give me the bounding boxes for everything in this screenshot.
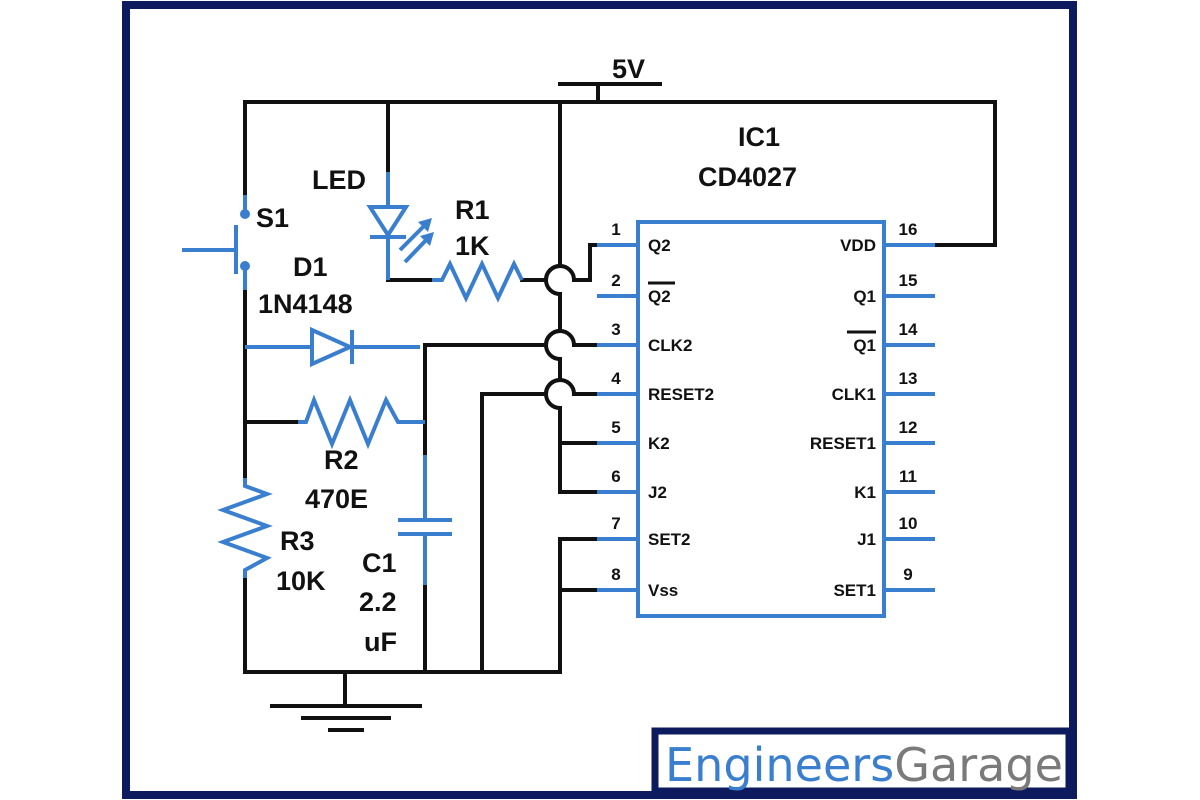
pin-number: 15 — [899, 271, 918, 290]
supply-label: 5V — [612, 54, 645, 84]
r2-value-label: 470E — [305, 484, 368, 514]
resistor-r1 — [432, 259, 524, 303]
pin-name: Q1 — [853, 336, 876, 355]
wiring — [243, 82, 997, 732]
pin-number: 10 — [899, 514, 918, 533]
pin-number: 8 — [611, 565, 620, 584]
pin-number: 4 — [611, 369, 621, 388]
led-label: LED — [312, 165, 366, 195]
pin-name: RESET1 — [810, 434, 876, 453]
pin-number: 13 — [899, 369, 918, 388]
pin-name: K1 — [854, 483, 876, 502]
pin-number: 6 — [611, 467, 620, 486]
diagram-frame — [122, 1, 1077, 799]
capacitor-c1 — [398, 455, 452, 585]
brand-part2: Garage — [894, 738, 1063, 792]
r3-value-label: 10K — [276, 566, 326, 596]
pin-name: CLK1 — [832, 385, 876, 404]
pin-name: SET1 — [833, 581, 876, 600]
pin-number: 11 — [899, 467, 917, 486]
pin-name: Vss — [648, 581, 678, 600]
resistor-r2 — [298, 394, 425, 450]
pin-number: 5 — [611, 418, 620, 437]
ic-ref-label: IC1 — [738, 122, 780, 152]
ic-pin-left: 2Q2 — [597, 271, 675, 306]
pin-name: VDD — [840, 236, 876, 255]
pin-name: Q1 — [853, 287, 876, 306]
c1-unit-label: uF — [364, 627, 397, 657]
led — [366, 172, 434, 280]
pin-name: J2 — [648, 483, 667, 502]
pin-number: 12 — [899, 418, 918, 437]
r1-value-label: 1K — [455, 231, 490, 261]
ic-part-label: CD4027 — [698, 162, 797, 192]
c1-ref-label: C1 — [362, 548, 397, 578]
pin-name: Q2 — [648, 287, 671, 306]
resistor-r3 — [217, 478, 273, 578]
ic-body — [636, 220, 886, 618]
r1-ref-label: R1 — [455, 195, 490, 225]
r3-ref-label: R3 — [280, 526, 315, 556]
d1-part-label: 1N4148 — [258, 289, 353, 319]
pin-name: Q2 — [648, 236, 671, 255]
diode-d1 — [245, 326, 420, 368]
pin-number: 7 — [611, 514, 620, 533]
pin-name: CLK2 — [648, 336, 692, 355]
ic-pin-left: 1Q2 — [597, 220, 671, 255]
brand-part1: Engineers — [665, 738, 894, 792]
switch-s1 — [182, 195, 250, 290]
r2-ref-label: R2 — [324, 445, 359, 475]
pin-name: RESET2 — [648, 385, 714, 404]
pin-number: 14 — [899, 320, 918, 339]
pin-number: 3 — [611, 320, 620, 339]
ic-pin-left: 6J2 — [597, 467, 667, 502]
switch-ref-label: S1 — [256, 203, 289, 233]
pin-name: K2 — [648, 434, 670, 453]
pin-number: 16 — [899, 220, 918, 239]
pin-name: SET2 — [648, 530, 691, 549]
ic-pin-left: 5K2 — [597, 418, 670, 453]
pin-number: 1 — [611, 220, 620, 239]
brand-logo: EngineersGarage — [651, 727, 1073, 795]
pin-number: 9 — [903, 565, 912, 584]
pin-name: J1 — [857, 530, 876, 549]
c1-value-label: 2.2 — [359, 587, 397, 617]
d1-ref-label: D1 — [293, 252, 328, 282]
svg-text:EngineersGarage: EngineersGarage — [665, 738, 1063, 792]
pin-number: 2 — [611, 271, 620, 290]
